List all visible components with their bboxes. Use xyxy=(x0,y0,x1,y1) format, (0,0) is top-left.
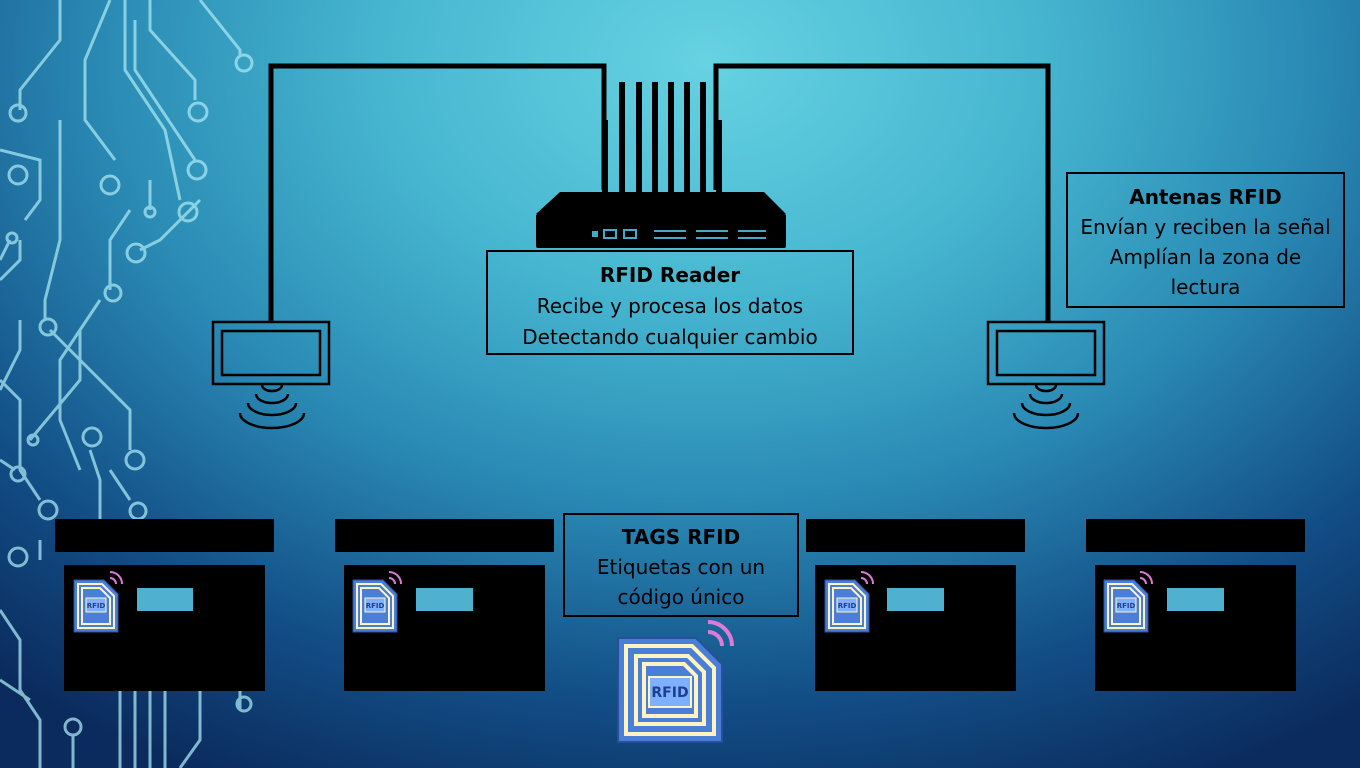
rfid-antennas-title: Antenas RFID xyxy=(1129,185,1282,209)
rfid-reader-title: RFID Reader xyxy=(599,263,741,287)
rfid-tags-line-1: Etiquetas con un xyxy=(596,555,766,579)
rfid-reader-line-2: Detectando cualquier cambio xyxy=(522,325,818,349)
rfid-tags-label-box: TAGS RFID Etiquetas con un código único xyxy=(563,513,799,617)
rfid-reader-label-box: RFID Reader Recibe y procesa los datos D… xyxy=(486,250,854,355)
rfid-antennas-line-1: Envían y reciben la señal xyxy=(1080,215,1331,239)
rfid-antennas-line-2: Amplían la zona de xyxy=(1109,245,1302,269)
rfid-reader-line-1: Recibe y procesa los datos xyxy=(536,294,804,318)
rfid-antennas-line-3: lectura xyxy=(1170,275,1241,299)
rfid-tags-title: TAGS RFID xyxy=(621,525,741,549)
rfid-tag-label: RFID xyxy=(651,685,688,701)
rfid-tags-line-2: código único xyxy=(617,585,745,609)
rfid-antennas-label-box: Antenas RFID Envían y reciben la señal A… xyxy=(1066,172,1345,308)
